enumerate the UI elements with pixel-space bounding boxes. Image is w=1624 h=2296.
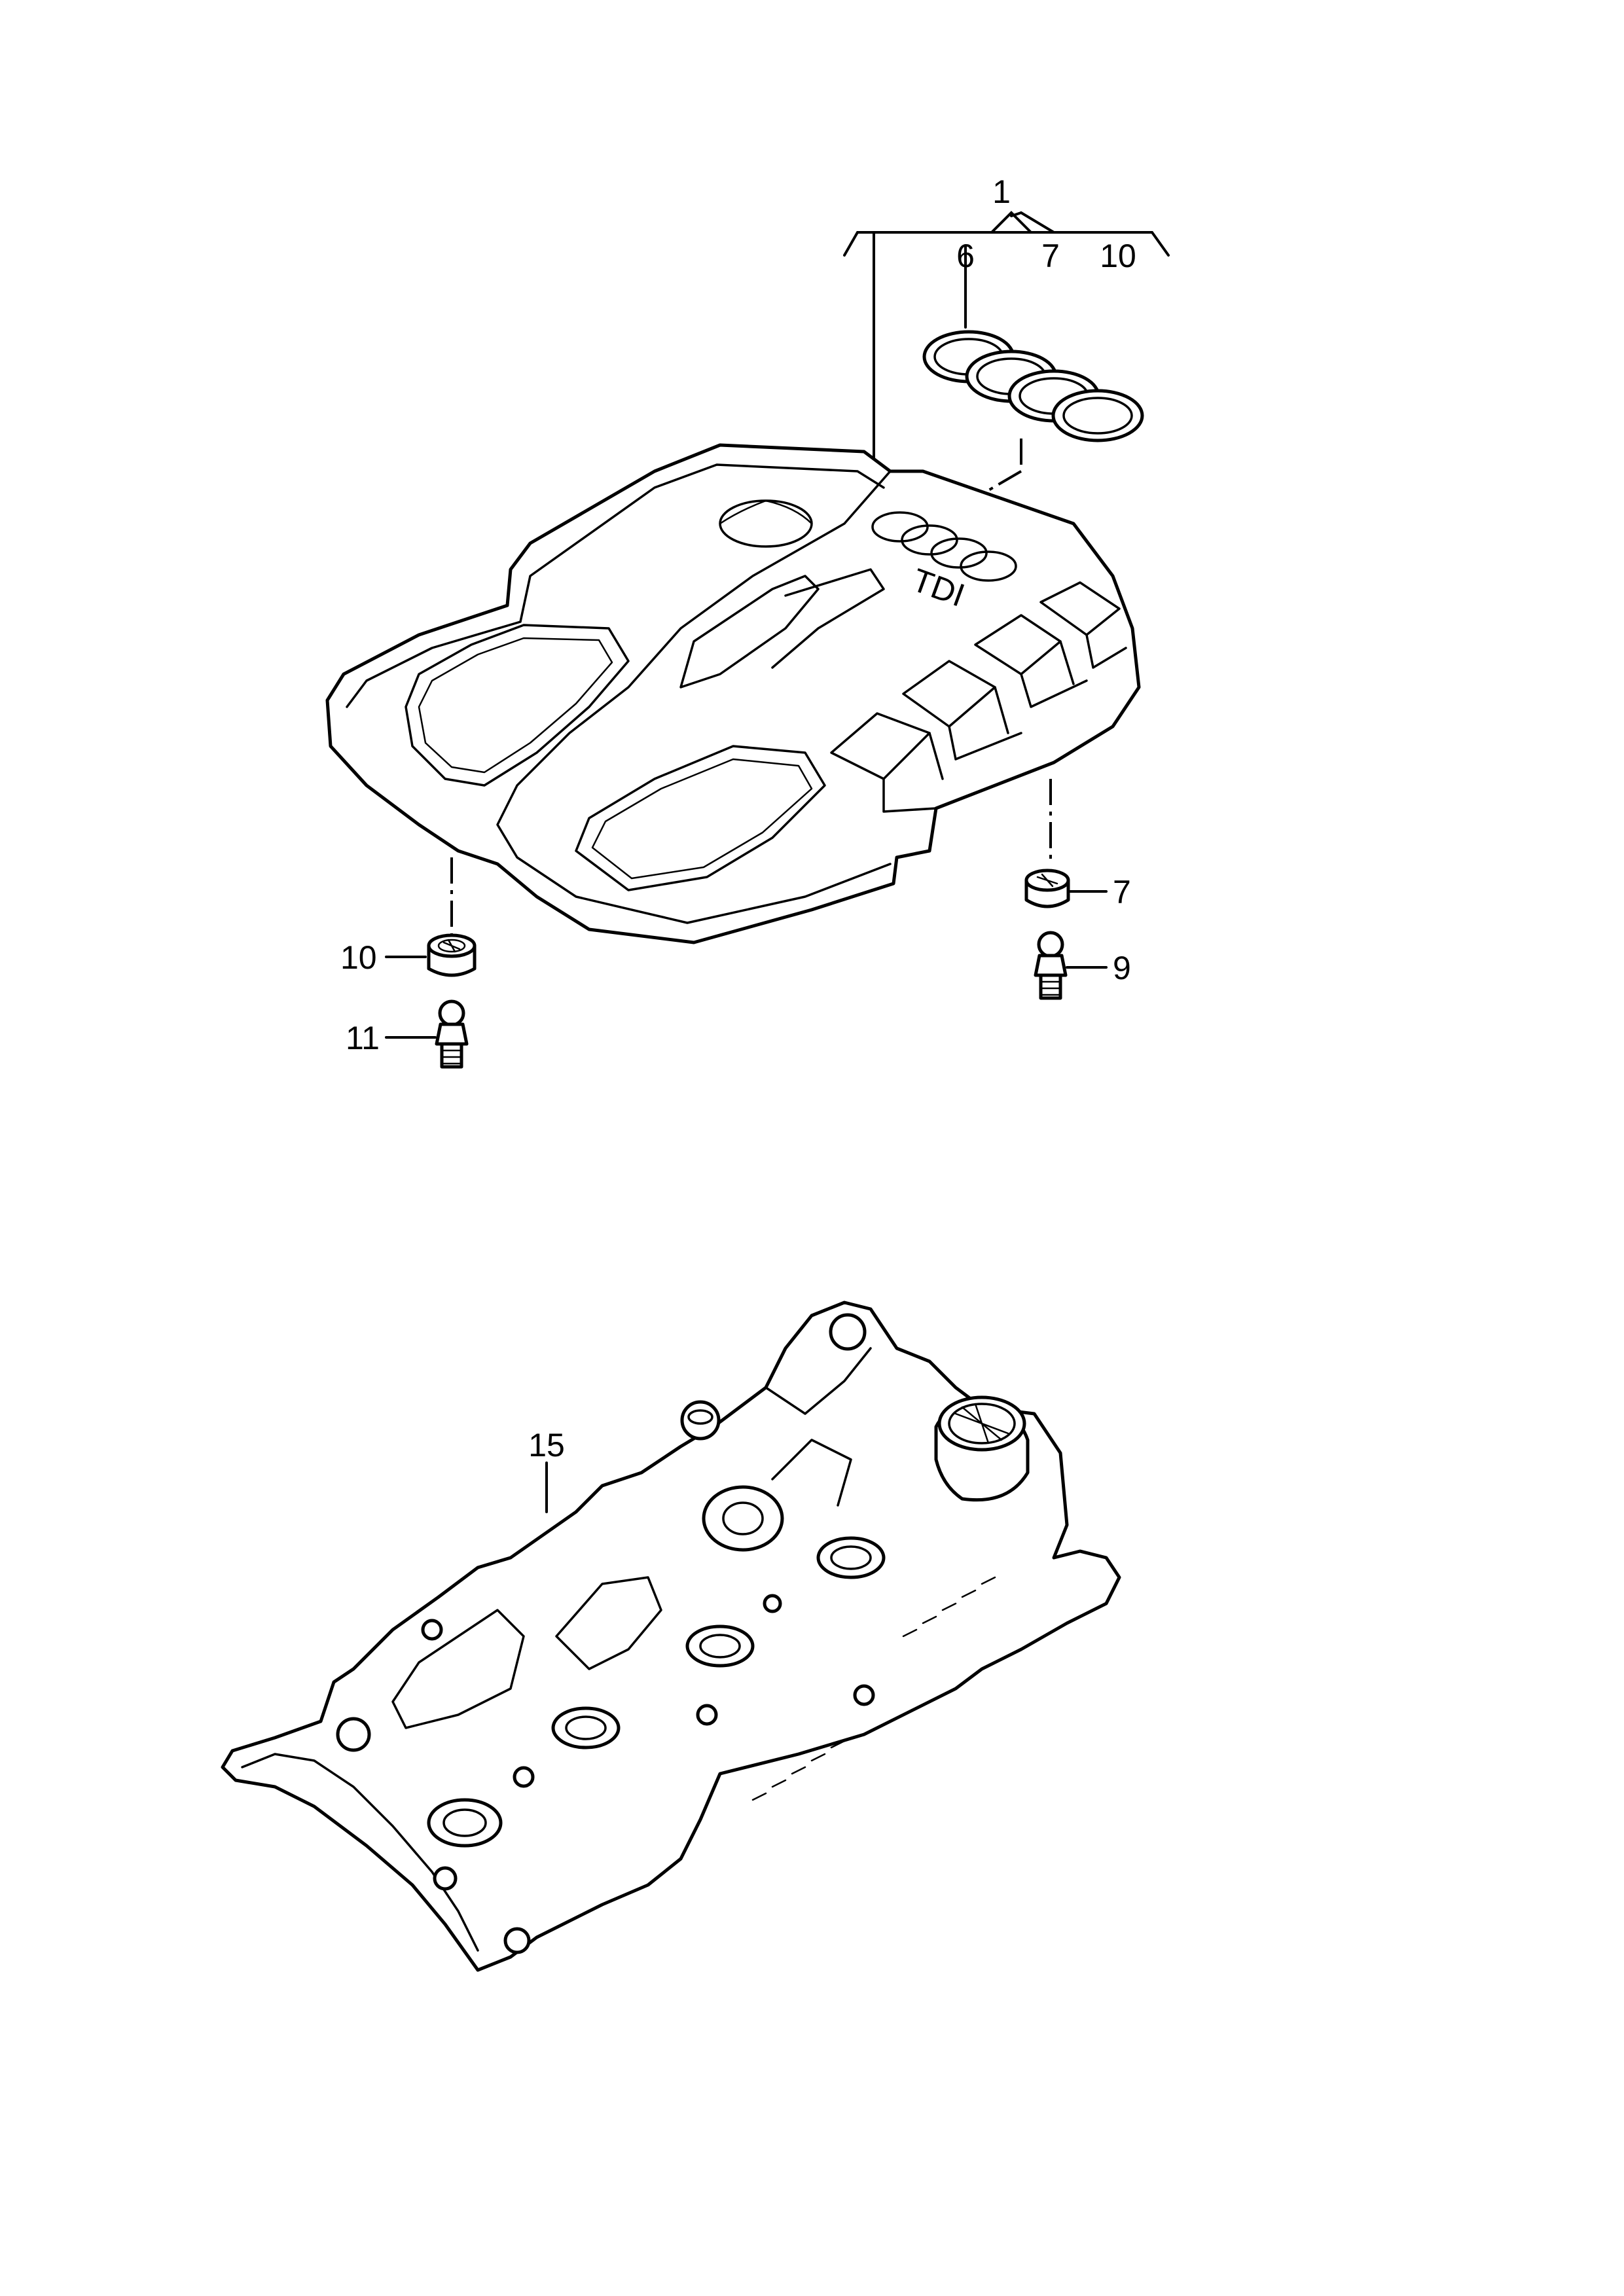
oil-filler-cap xyxy=(934,1395,1030,1502)
label-part-15: 15 xyxy=(528,1427,565,1463)
grommet-right xyxy=(1024,869,1070,908)
label-part-10-group: 10 xyxy=(1100,238,1136,274)
assembly-bracket xyxy=(843,211,1170,463)
cylinder-head-cover xyxy=(221,1300,1121,1972)
ball-stud-left xyxy=(435,999,469,1069)
engine-cover: TDI xyxy=(325,443,1141,944)
grommet-left xyxy=(427,933,477,977)
label-part-9: 9 xyxy=(1113,950,1131,986)
four-rings-emblem xyxy=(922,330,1144,442)
label-part-1: 1 xyxy=(992,173,1011,210)
label-part-7: 7 xyxy=(1113,874,1131,910)
ball-stud-right xyxy=(1034,931,1068,1000)
label-part-6: 6 xyxy=(956,238,975,274)
label-part-11: 11 xyxy=(346,1020,380,1056)
label-part-7-group: 7 xyxy=(1041,238,1060,274)
label-part-10: 10 xyxy=(340,939,377,976)
